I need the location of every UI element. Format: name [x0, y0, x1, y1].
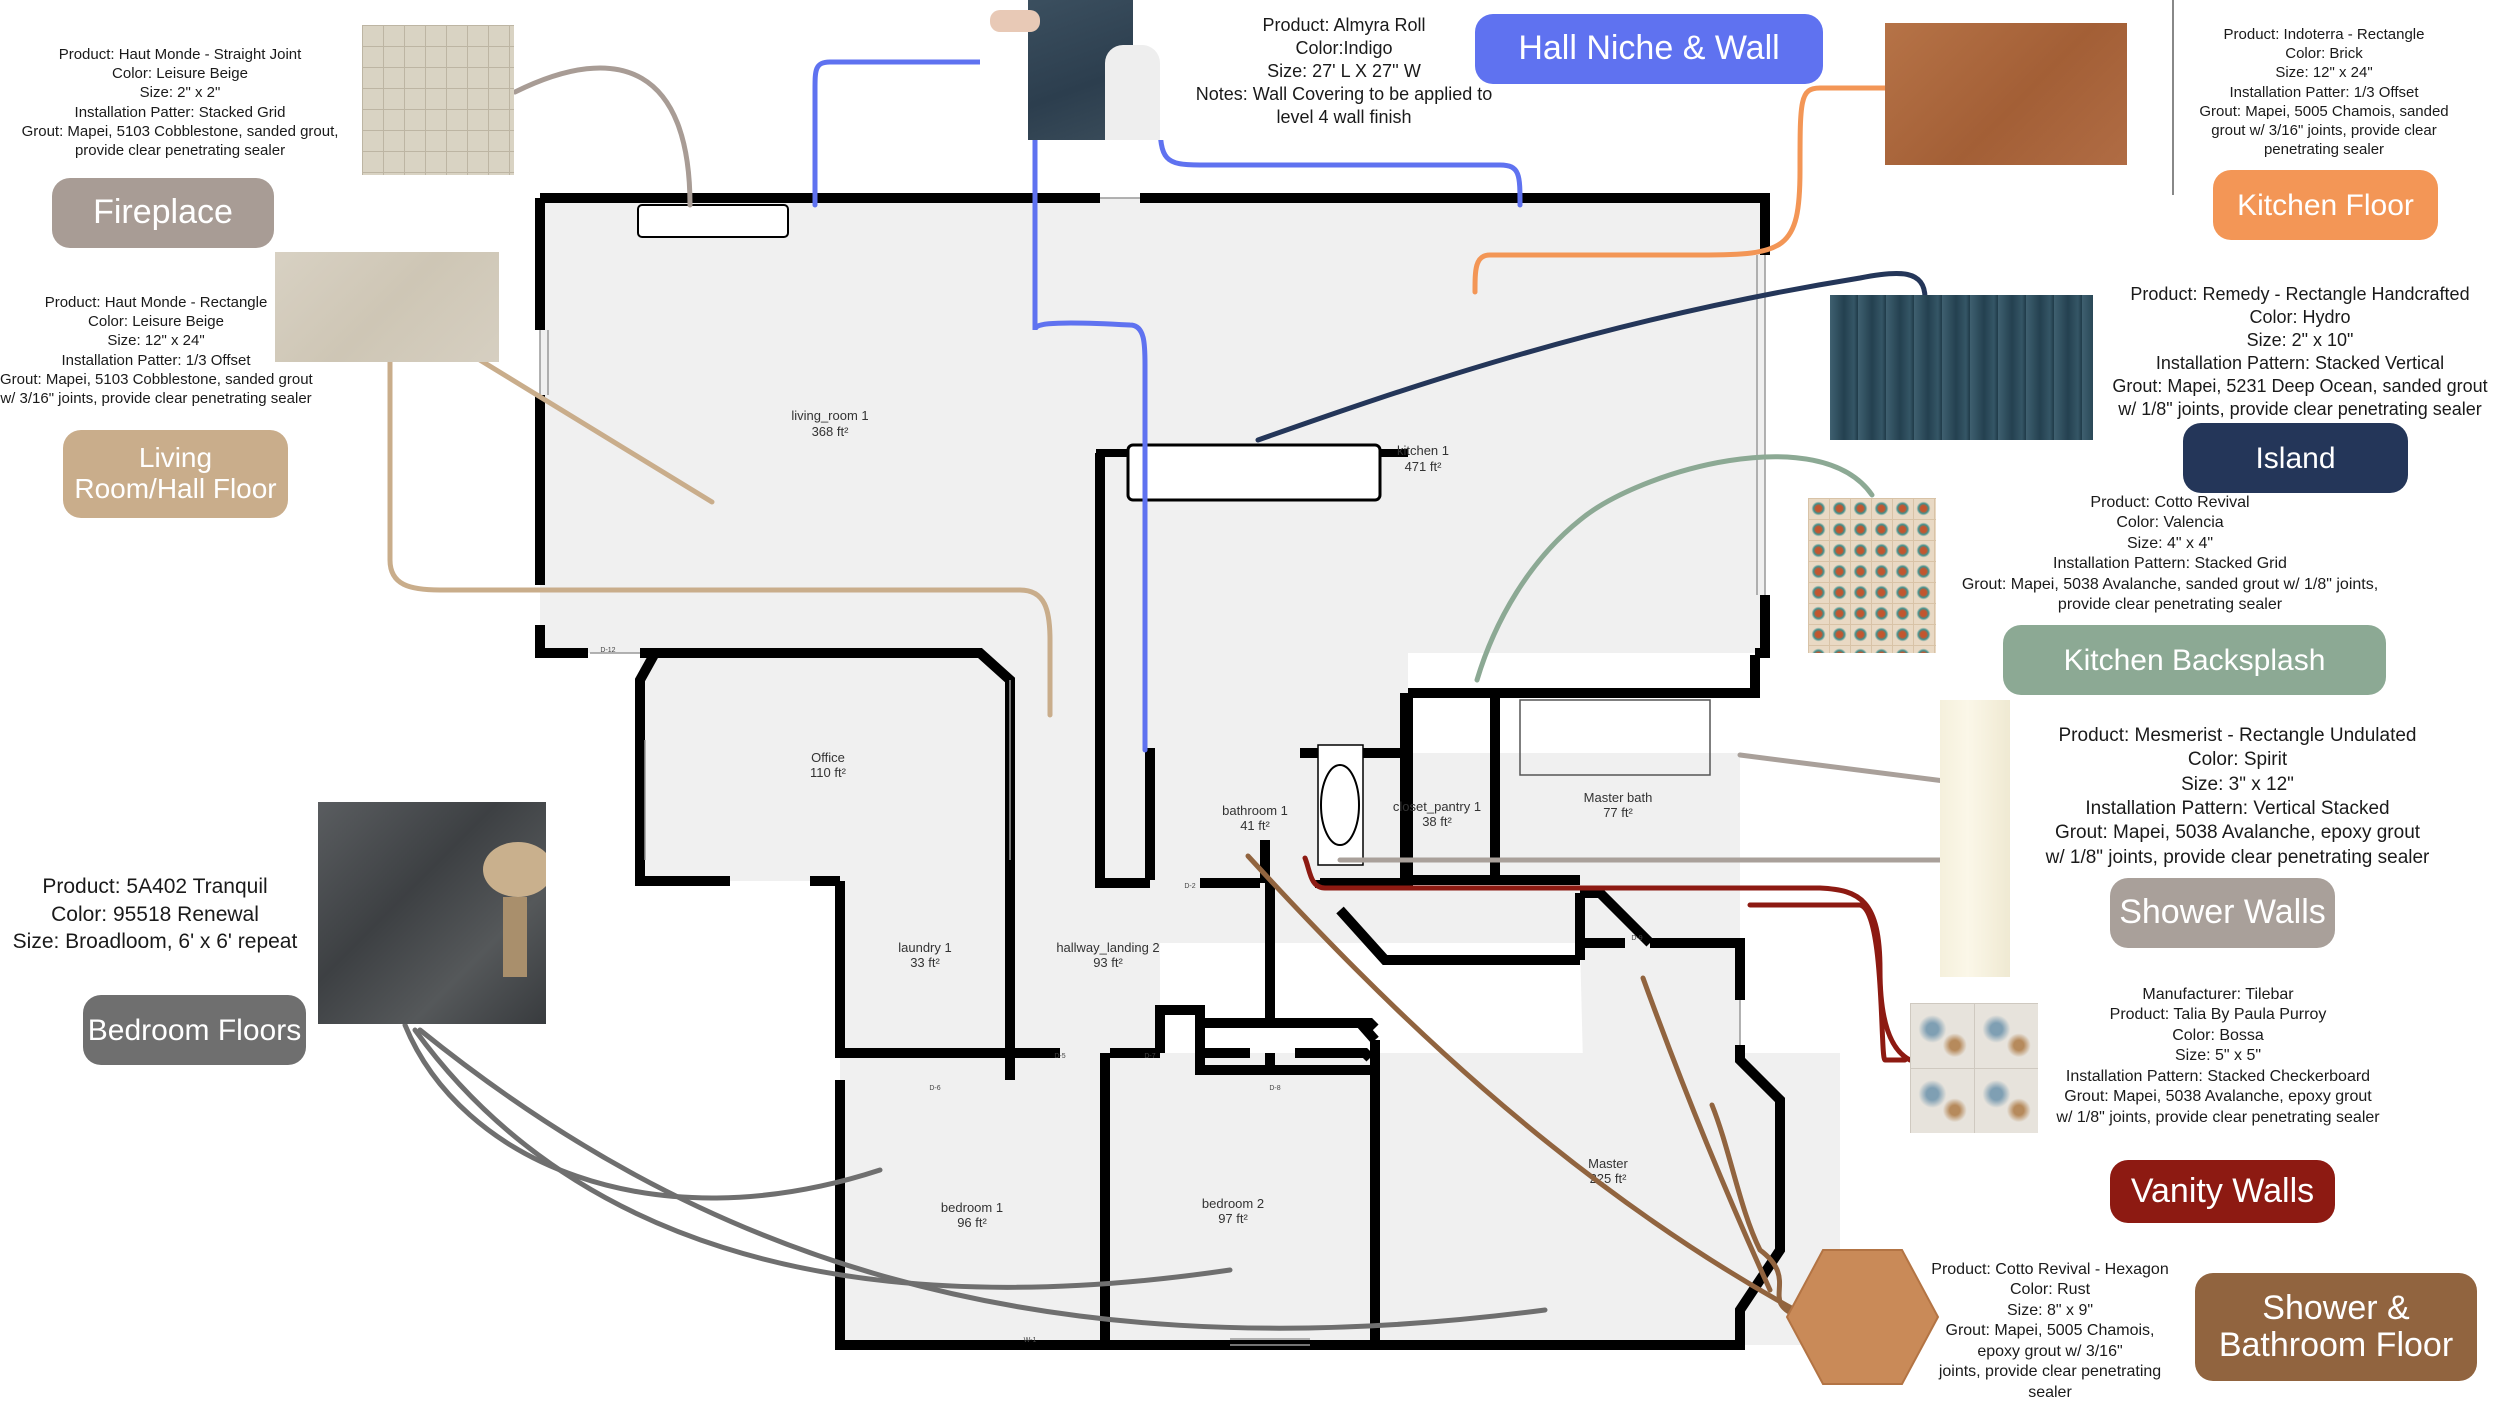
shower-wall-tile-swatch: [1940, 700, 2010, 977]
door-tags: D-12 D-2 D-5 D-7 D-6 D-8 D-9 W-1: [600, 647, 1642, 1344]
fireplace-spec: Product: Haut Monde - Straight Joint Col…: [21, 46, 339, 159]
room-name: bedroom 2: [1202, 1196, 1264, 1211]
room-name: closet_pantry 1: [1393, 799, 1481, 814]
walls: [535, 193, 1785, 1350]
island-tile-swatch: [1830, 295, 2093, 440]
kitchen-floor-tag: Kitchen Floor: [2213, 170, 2438, 240]
room-name: living_room 1: [791, 408, 868, 423]
fireplace-tag: Fireplace: [52, 178, 274, 248]
door-tag: D-7: [1144, 1053, 1155, 1060]
vanity-spec: Manufacturer: Tilebar Product: Talia By …: [2056, 986, 2380, 1126]
room-area: 38 ft²: [1422, 814, 1452, 829]
kitchen-floor-connector: [1472, 85, 1898, 295]
room-area: 93 ft²: [1093, 955, 1123, 970]
room-fills: [540, 198, 1840, 1345]
room-area: 41 ft²: [1240, 818, 1270, 833]
room-area: 33 ft²: [910, 955, 940, 970]
carpet-swatch: [318, 802, 546, 1024]
door-tag: D-8: [1269, 1085, 1280, 1092]
backsplash-tag: Kitchen Backsplash: [2003, 625, 2386, 695]
kitchen-floor-tile-swatch: [1885, 23, 2127, 165]
backsplash-tile-swatch: [1808, 498, 1936, 653]
backsplash-spec: Product: Cotto Revival Color: Valencia S…: [1961, 494, 2379, 614]
fireplace-tile-swatch: [362, 25, 514, 175]
living-floor-tag: Living Room/Hall Floor: [63, 430, 288, 518]
fireplace-bar: [637, 204, 789, 238]
room-area: 471 ft²: [1405, 459, 1443, 474]
island-tag: Island: [2183, 423, 2408, 493]
room-name: laundry 1: [898, 940, 951, 955]
room-area: 110 ft²: [810, 765, 847, 780]
door-tag: D-5: [1054, 1053, 1065, 1060]
room-area: 97 ft²: [1218, 1211, 1248, 1226]
bedroom-connector-1: [402, 1022, 883, 1201]
hall-niche-connector-3: [1157, 117, 1523, 208]
shower-floor-connector-3: [1709, 1102, 1798, 1318]
room-name: hallway_landing 2: [1056, 940, 1159, 955]
hall-niche-tag: Hall Niche & Wall: [1475, 14, 1823, 84]
hex-tile-swatch: [1785, 1249, 1940, 1385]
vanity-connector-2: [1302, 855, 1913, 1063]
room-name: bathroom 1: [1222, 803, 1288, 818]
island-connector: [1255, 271, 1928, 443]
room-name: Office: [811, 750, 845, 765]
room-labels: living_room 1 368 ft² kitchen 1 471 ft² …: [791, 408, 1652, 1230]
living-floor-tile-swatch: [275, 252, 499, 362]
room-area: 77 ft²: [1603, 805, 1633, 820]
divider: [2172, 0, 2174, 195]
bedroom-connector-3: [417, 1027, 1548, 1331]
shower-walls-tag: Shower Walls: [2110, 878, 2335, 948]
bedroom-connector-2: [412, 1027, 1233, 1290]
room-name: kitchen 1: [1397, 443, 1449, 458]
shower-walls-connector-1: [1737, 752, 1963, 786]
living-floor-spec: Product: Haut Monde - Rectangle Color: L…: [0, 294, 313, 407]
shower-floor-connector-2: [1640, 975, 1773, 1293]
room-area: 368 ft²: [812, 424, 850, 439]
island-bar: [1126, 443, 1382, 502]
hall-niche-connector-2: [1032, 72, 1148, 753]
bedroom-floors-tag: Bedroom Floors: [83, 995, 306, 1065]
island-spec: Product: Remedy - Rectangle Handcrafted …: [2112, 284, 2488, 420]
room-name: Master: [1588, 1156, 1628, 1171]
room-name: Master bath: [1584, 790, 1653, 805]
room-name: bedroom 1: [941, 1200, 1003, 1215]
kitchen-floor-spec: Product: Indoterra - Rectangle Color: Br…: [2199, 26, 2449, 159]
shower-floor-connector-1: [1245, 853, 1798, 1313]
door-tag: D-9: [1631, 935, 1642, 942]
door-tag: D-2: [1184, 883, 1195, 890]
hall-niche-connector-1: [812, 59, 983, 208]
vanity-outline: [1519, 699, 1711, 776]
tub-outline: [1317, 744, 1364, 866]
windows: [539, 197, 1766, 1346]
door-tag: D-12: [600, 647, 615, 654]
bedroom-floors-spec: Product: 5A402 Tranquil Color: 95518 Ren…: [12, 875, 298, 954]
vanity-walls-tag: Vanity Walls: [2110, 1160, 2335, 1223]
fireplace-connector: [512, 65, 693, 208]
room-area: 96 ft²: [957, 1215, 987, 1230]
tub-icon: [1320, 764, 1360, 846]
shower-floor-tag: Shower & Bathroom Floor: [2195, 1273, 2477, 1381]
shower-walls-spec: Product: Mesmerist - Rectangle Undulated…: [2045, 725, 2430, 868]
wallcovering-swatch: [980, 0, 1165, 140]
hall-niche-spec: Product: Almyra Roll Color:Indigo Size: …: [1195, 15, 1493, 128]
door-tag: W-1: [1024, 1337, 1037, 1344]
shower-floor-spec: Product: Cotto Revival - Hexagon Color: …: [1931, 1261, 2169, 1401]
living-floor-connector-2: [387, 347, 1053, 718]
vanity-wall-tile-swatch: [1910, 1003, 2038, 1133]
backsplash-connector: [1474, 454, 1875, 683]
door-tag: D-6: [929, 1085, 940, 1092]
